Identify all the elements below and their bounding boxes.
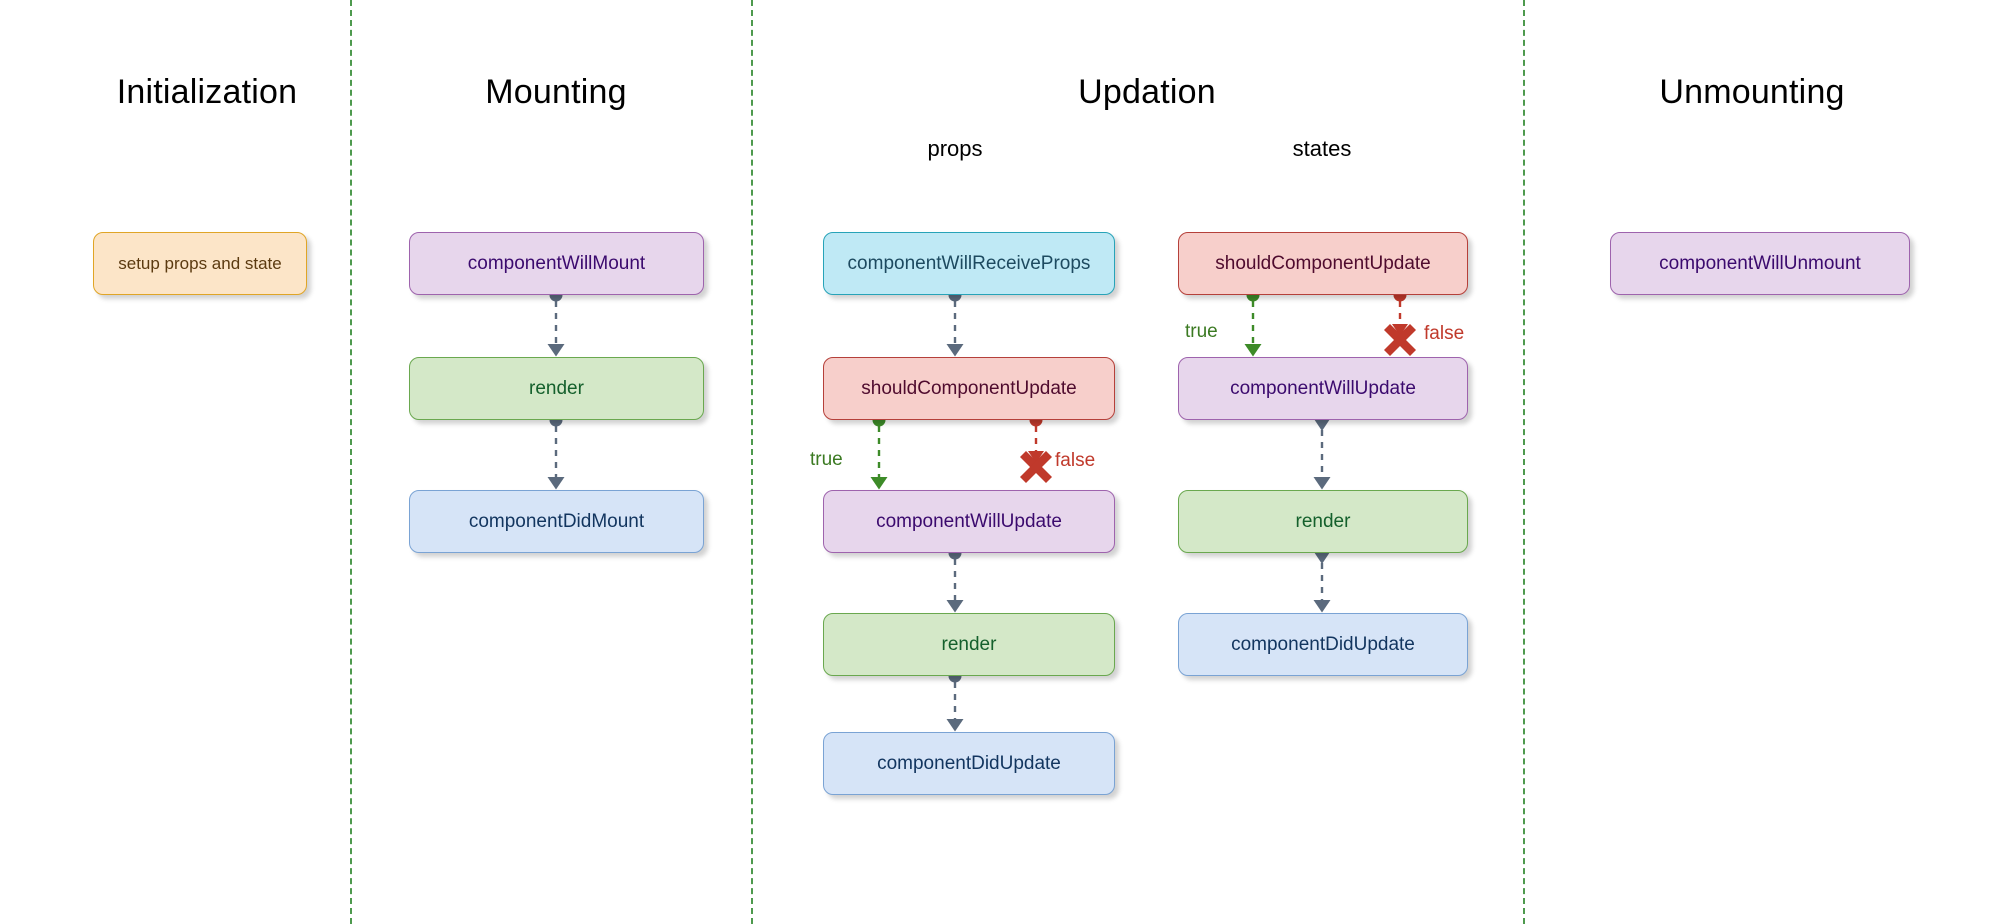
node-label: render	[1295, 510, 1351, 532]
node-label: componentWillUnmount	[1659, 252, 1861, 274]
node-setup-props-and-state[interactable]: setup props and state	[93, 232, 307, 295]
subsection-title-props: props	[927, 136, 983, 161]
branch-label-props-false-label: false	[1055, 450, 1096, 471]
edge-edge-props-should-false	[1019, 413, 1053, 484]
edge-edge-states-willupdate-render	[1313, 419, 1331, 490]
edge-edge-mount-willmount-render	[547, 288, 565, 357]
branch-label-props-true-label: true	[810, 449, 843, 470]
section-title-initialization: Initialization	[116, 73, 298, 111]
node-mount-render[interactable]: render	[409, 357, 704, 420]
edge-edge-props-should-true	[870, 413, 888, 490]
node-props-should-component-update[interactable]: shouldComponentUpdate	[823, 357, 1115, 420]
section-title-unmounting: Unmounting	[1659, 73, 1845, 111]
node-label: componentDidUpdate	[1231, 633, 1415, 655]
node-label: componentWillUpdate	[1230, 377, 1416, 399]
cross-icon-stroke	[1019, 450, 1053, 484]
node-states-component-will-update[interactable]: componentWillUpdate	[1178, 357, 1468, 420]
section-title-updation: Updation	[1078, 73, 1216, 111]
node-label: componentWillMount	[467, 252, 646, 274]
node-label: componentWillUpdate	[876, 510, 1062, 532]
edge-edge-states-should-false	[1383, 288, 1417, 357]
node-props-component-did-update[interactable]: componentDidUpdate	[823, 732, 1115, 795]
node-states-should-component-update[interactable]: shouldComponentUpdate	[1178, 232, 1468, 295]
node-label: componentDidMount	[468, 510, 645, 532]
divider-3	[1523, 0, 1525, 924]
node-states-component-did-update[interactable]: componentDidUpdate	[1178, 613, 1468, 676]
node-label: render	[529, 377, 584, 399]
branch-label-states-false-label: false	[1424, 323, 1465, 344]
node-states-render[interactable]: render	[1178, 490, 1468, 553]
cross-icon	[1383, 323, 1417, 357]
edge-edge-mount-render-didmount	[547, 413, 565, 490]
node-label: render	[941, 633, 997, 655]
branch-label-states-true-label: true	[1185, 321, 1218, 342]
divider-2	[751, 0, 753, 924]
node-mount-component-will-mount[interactable]: componentWillMount	[409, 232, 704, 295]
node-props-render[interactable]: render	[823, 613, 1115, 676]
node-props-component-will-update[interactable]: componentWillUpdate	[823, 490, 1115, 553]
cross-icon-stroke	[1383, 323, 1417, 357]
node-label: componentDidUpdate	[877, 752, 1061, 774]
edge-edge-props-willupdate-render	[946, 546, 964, 613]
node-label: shouldComponentUpdate	[861, 377, 1077, 399]
cross-icon-stroke	[1383, 323, 1417, 357]
node-unmount-component-will-unmount[interactable]: componentWillUnmount	[1610, 232, 1910, 295]
cross-icon	[1019, 450, 1053, 484]
subsection-title-states: states	[1292, 136, 1352, 161]
edge-edge-props-willreceive-should	[946, 288, 964, 357]
edge-edge-props-render-didupdate	[946, 669, 964, 732]
node-label: componentWillReceiveProps	[847, 252, 1091, 274]
section-title-mounting: Mounting	[485, 73, 627, 111]
edge-edge-states-should-true	[1244, 288, 1262, 357]
divider-1	[350, 0, 352, 924]
node-props-component-will-receive-props[interactable]: componentWillReceiveProps	[823, 232, 1115, 295]
node-label: setup props and state	[118, 253, 282, 273]
node-mount-component-did-mount[interactable]: componentDidMount	[409, 490, 704, 553]
cross-icon-stroke	[1019, 450, 1053, 484]
edge-edge-states-render-didupdate	[1313, 552, 1331, 613]
node-label: shouldComponentUpdate	[1215, 252, 1431, 274]
